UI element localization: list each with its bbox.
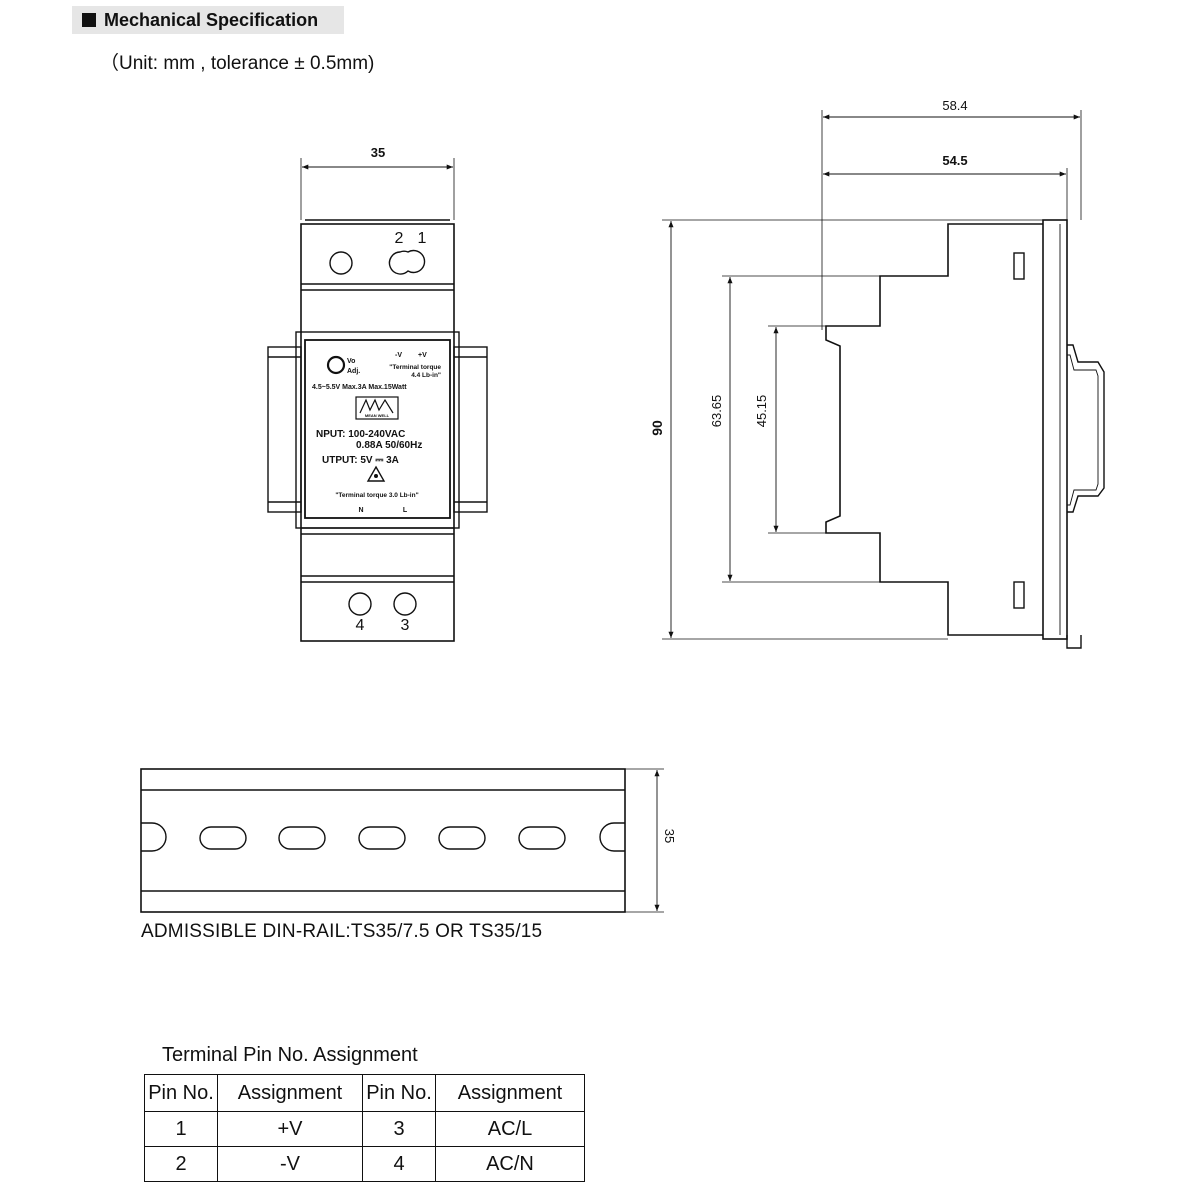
din-rail-view [140,768,664,913]
terminal-double-hole-top [388,249,426,275]
header-pin-no-1: Pin No. [144,1074,218,1112]
side-view [662,110,1105,649]
label-panel [304,339,451,519]
table-header-row: Pin No. Assignment Pin No. Assignment [144,1074,585,1112]
label-torque-bottom: "Terminal torque 3.0 Lb-in" [335,492,418,499]
bottom-pin-4: 4 [356,617,365,634]
label-vo: Vo [347,358,355,365]
label-minus-v: -V [395,352,402,359]
depth-total-value: 58.4 [942,98,967,113]
table-cell: 3 [362,1111,436,1147]
din-rail-outline [140,768,626,913]
header-assignment-2: Assignment [435,1074,585,1112]
label-rating: 4.5~5.5V Max.3A Max.15Watt [312,384,407,391]
table-cell: 2 [144,1146,218,1182]
height-value: 90 [649,420,665,436]
label-l: L [403,507,408,514]
rail-height-value: 35 [662,829,677,843]
vo-adjust-knob [326,355,346,375]
bottom-pin-3: 3 [401,617,410,634]
header-pin-no-2: Pin No. [362,1074,436,1112]
brand-logo-icon [359,398,394,414]
front-rail-clip-left [267,346,302,513]
terminal-hole-top-left [329,251,353,275]
din-rail-notch-right [599,822,625,852]
unit-note: （Unit: mm , tolerance ± 0.5mm) [100,53,375,74]
label-adj: Adj. [347,368,360,375]
depth-body-value: 54.5 [942,153,967,168]
front-width-value: 35 [371,145,385,160]
label-input-2: 0.88A 50/60Hz [356,440,422,451]
section-title-bar: Mechanical Specification [72,6,344,34]
warning-triangle-icon [366,465,386,482]
label-brand: MEAN WELL [365,413,390,418]
table-cell: 4 [362,1146,436,1182]
table-row: 1 +V 3 AC/L [144,1111,585,1147]
din-rail-slot-3 [358,826,406,850]
din-rail-slot-4 [438,826,486,850]
label-output: UTPUT: 5V ⎓ 3A [322,455,399,466]
table-cell: AC/L [435,1111,585,1147]
table-cell: -V [217,1146,363,1182]
front-view-text: 35 2 1 4 3 Vo Adj. -V +V "Terminal torqu… [312,145,441,634]
table-cell: 1 [144,1111,218,1147]
top-pin-1: 1 [418,230,427,247]
front-view [267,158,488,642]
din-rail-notch-left [141,822,167,852]
din-rail-slot-2 [278,826,326,850]
table-row: 2 -V 4 AC/N [144,1146,585,1182]
din-rail-slot-5 [518,826,566,850]
step1-value: 63.65 [709,395,724,428]
square-bullet-icon [82,13,96,27]
section-title: Mechanical Specification [104,9,319,30]
side-slot-top [1013,252,1025,280]
warning-dot [374,474,378,478]
pin-assignment-table: Pin No. Assignment Pin No. Assignment 1 … [144,1074,585,1182]
brand-logo-box [355,396,399,420]
table-cell: +V [217,1111,363,1147]
terminal-hole-bottom-left [348,592,372,616]
front-middle-frame [295,331,460,529]
din-rail-caption: ADMISSIBLE DIN-RAIL:TS35/7.5 OR TS35/15 [141,921,543,942]
label-plus-v: +V [418,352,427,359]
din-rail-slot-1 [199,826,247,850]
side-clip-foot [1066,635,1082,649]
pin-table-caption: Terminal Pin No. Assignment [162,1044,418,1066]
side-view-text: 58.4 54.5 90 63.65 45.15 [649,98,968,436]
side-din-clip [1067,344,1105,513]
step2-value: 45.15 [754,395,769,428]
side-slot-bottom [1013,581,1025,609]
side-din-clip-inner [1067,354,1099,506]
header-assignment-1: Assignment [217,1074,363,1112]
front-rail-clip-right [453,346,488,513]
label-torque-top-2: 4.4 Lb-in" [411,372,441,379]
top-pin-2: 2 [395,230,404,247]
side-stepped-profile [825,223,1043,636]
table-cell: AC/N [435,1146,585,1182]
label-torque-top-1: "Terminal torque [389,364,441,371]
side-back-plate [1042,219,1068,640]
terminal-hole-bottom-right [393,592,417,616]
label-n: N [358,507,363,514]
label-input-1: NPUT: 100-240VAC [316,429,405,440]
